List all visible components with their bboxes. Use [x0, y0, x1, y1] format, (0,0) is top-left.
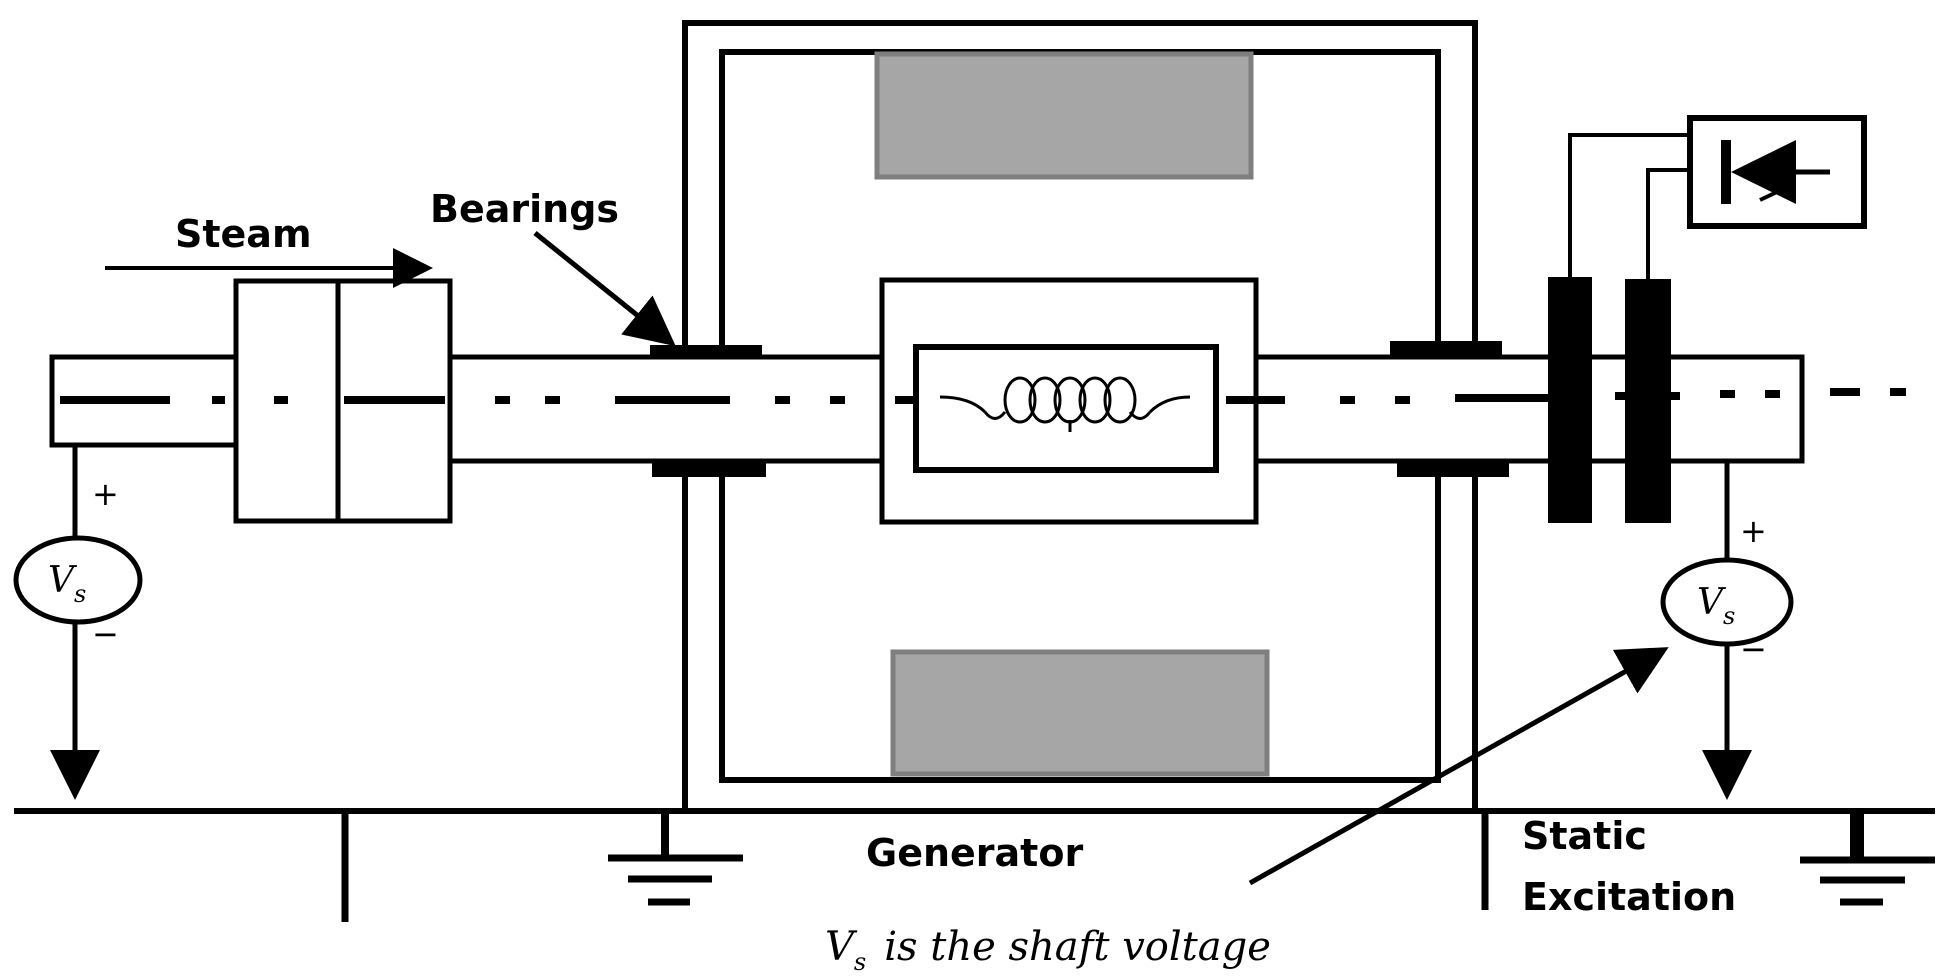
vs-left-plus: + — [92, 475, 119, 513]
label-excitation: Excitation — [1522, 875, 1736, 919]
label-static: Static — [1522, 814, 1647, 858]
stator-bottom — [890, 649, 1270, 777]
bearing-right-bottom — [1397, 461, 1509, 477]
label-generator: Generator — [866, 831, 1083, 875]
bearing-left-top — [650, 345, 762, 357]
vs-left-minus: − — [92, 615, 119, 653]
ground-symbol-right — [1800, 811, 1935, 906]
vs-right-symbol: Vs — [1697, 582, 1735, 630]
slip-rings — [1548, 277, 1671, 523]
bearings — [650, 341, 1509, 477]
voltage-source-left: Vs + − — [13, 447, 143, 800]
stator-top — [874, 51, 1254, 180]
slip-ring-1 — [1548, 277, 1592, 523]
vs-right-plus: + — [1740, 512, 1767, 550]
bearings-pointer — [533, 231, 676, 347]
ground-stubs — [341, 811, 1489, 922]
caption-pointer — [1248, 647, 1669, 886]
rotor-coil-icon — [939, 395, 1191, 414]
rotor — [879, 277, 1259, 525]
ground-symbol-left — [608, 811, 743, 906]
label-steam: Steam — [175, 212, 312, 256]
vs-right-minus: − — [1740, 630, 1767, 668]
shaft-centerline — [60, 388, 1906, 404]
slip-ring-2 — [1625, 279, 1671, 523]
rectifier — [1568, 115, 1867, 279]
bearing-right-top — [1390, 341, 1502, 357]
bearing-left-bottom — [652, 461, 766, 477]
diode-icon — [1721, 140, 1830, 204]
vs-left-symbol: Vs — [48, 560, 86, 608]
label-bearings: Bearings — [430, 187, 619, 231]
voltage-source-right: Vs + − — [1660, 463, 1794, 800]
